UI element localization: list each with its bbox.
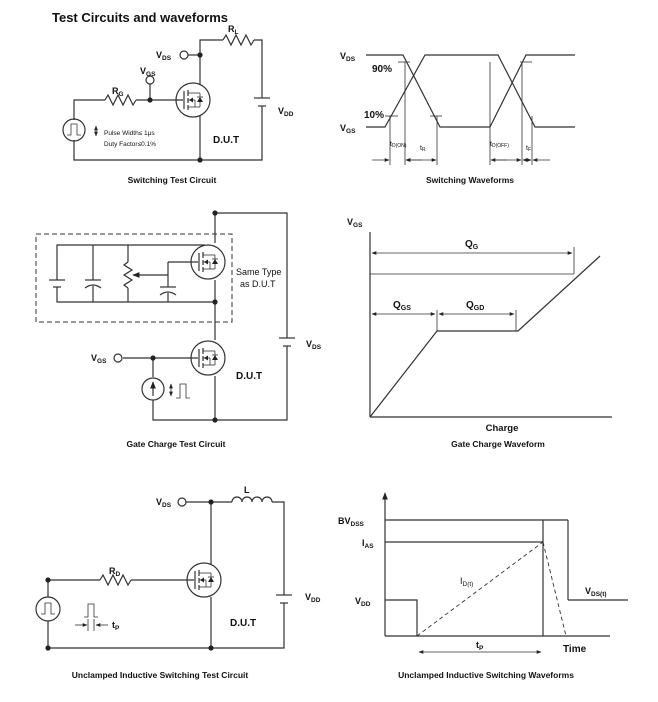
qg-label: QG	[465, 239, 479, 251]
sw-vds-label: VDS	[156, 50, 172, 62]
bvdss-label: BVDSS	[338, 516, 365, 528]
tr-label: tR	[420, 145, 426, 153]
gate-charge-waveform	[369, 232, 612, 418]
uis-circuit-caption: Unclamped Inductive Switching Test Circu…	[72, 670, 249, 680]
sw-vdd-label: VDD	[278, 106, 294, 118]
id-label: ID(t)	[460, 576, 473, 588]
pulse-width-note: Pulse Width≤ 1μs	[104, 130, 155, 137]
qgs-label: QGS	[393, 300, 411, 312]
sw-vgs-label: VGS	[140, 66, 156, 78]
ias-label: IAS	[362, 538, 374, 550]
uis-waveforms	[382, 492, 628, 654]
gate-charge-circuit-caption: Gate Charge Test Circuit	[126, 439, 225, 449]
td-on-label: tD(ON)	[390, 141, 407, 149]
swf-vgs-label: VGS	[340, 123, 356, 135]
switching-test-circuit	[62, 33, 270, 163]
gc-dut-label: D.U.T	[236, 371, 262, 382]
gate-charge-waveform-caption: Gate Charge Waveform	[451, 439, 545, 449]
uis-tp-label: tP	[112, 620, 120, 632]
uis-vdd-label: VDD	[305, 592, 321, 604]
duty-factor-note: Duty Factor≤0.1%	[104, 141, 156, 148]
uis-test-circuit	[35, 496, 292, 651]
switching-waveforms	[366, 54, 575, 165]
sw-dut-label: D.U.T	[213, 135, 239, 146]
gcw-vgs-label: VGS	[347, 217, 363, 229]
uis-l-label: L	[244, 485, 250, 495]
uisw-vds-label: VDS(t)	[585, 586, 607, 598]
gc-vds-label: VDS	[306, 339, 322, 351]
sw-rl-label: RL	[228, 24, 239, 36]
uis-rd-label: RD	[109, 566, 121, 578]
gc-vgs-label: VGS	[91, 353, 107, 365]
sw-rg-label: RG	[112, 86, 124, 98]
uisw-xlabel: Time	[563, 644, 587, 655]
swf-10-label: 10%	[364, 110, 384, 121]
same-type-line2: as D.U.T	[240, 279, 276, 289]
switching-circuit-caption: Switching Test Circuit	[128, 175, 217, 185]
uisw-tp-label: tP	[476, 640, 484, 652]
swf-vds-label: VDS	[340, 51, 356, 63]
uis-vds-label: VDS	[156, 497, 172, 509]
switching-waveforms-caption: Switching Waveforms	[426, 175, 514, 185]
uis-waveforms-caption: Unclamped Inductive Switching Waveforms	[398, 670, 574, 680]
page-title: Test Circuits and waveforms	[52, 10, 228, 25]
uisw-vdd-label: VDD	[355, 596, 371, 608]
gcw-xlabel: Charge	[486, 423, 519, 434]
uis-dut-label: D.U.T	[230, 618, 256, 629]
same-type-line1: Same Type	[236, 267, 281, 277]
qgd-label: QGD	[466, 300, 484, 312]
swf-90-label: 90%	[372, 64, 392, 75]
td-off-label: tD(OFF)	[490, 141, 509, 149]
gate-charge-test-circuit	[35, 210, 295, 423]
tf-label: tF	[526, 145, 531, 153]
